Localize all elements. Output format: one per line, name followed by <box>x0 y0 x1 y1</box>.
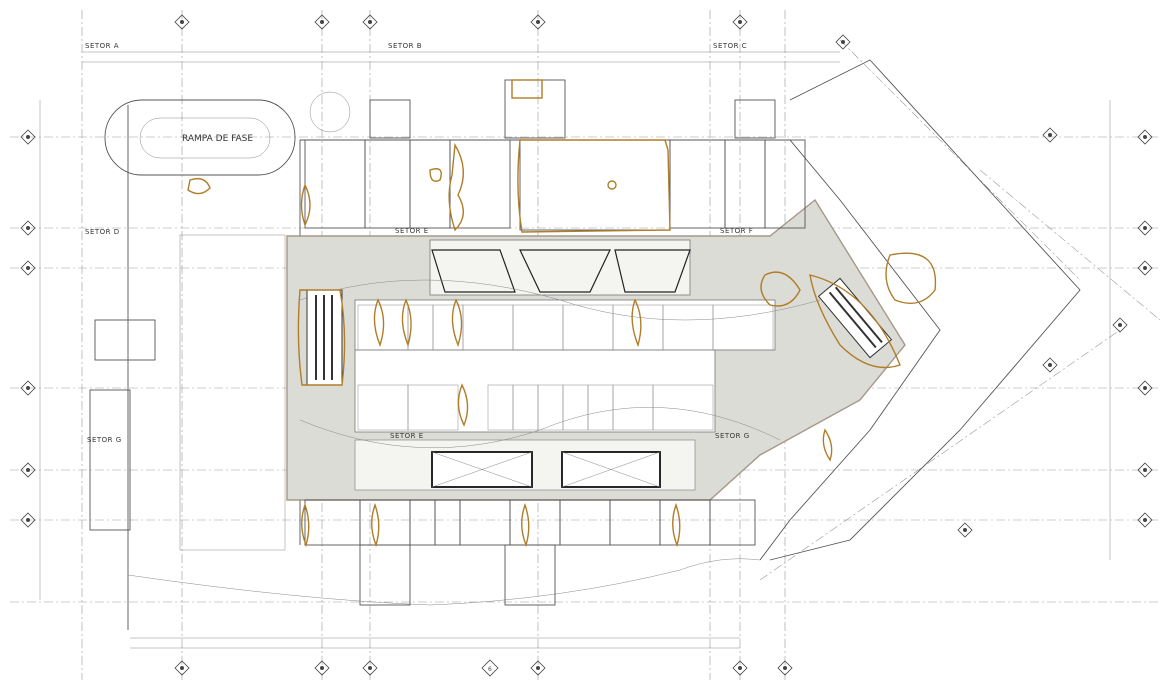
axis-markers <box>20 14 1153 676</box>
escalator-west <box>306 289 343 386</box>
sector-g-label-2: SETOR G <box>715 432 750 440</box>
sector-e-label: SETOR E <box>395 227 429 235</box>
ramp: RAMPA DE FASE <box>104 99 296 176</box>
north-marker-label: 6 <box>488 666 492 673</box>
sector-d-label: SETOR D <box>85 228 120 236</box>
planters <box>187 79 937 548</box>
sector-e-label-2: SETOR E <box>390 432 424 440</box>
ramp-label: RAMPA DE FASE <box>182 134 253 144</box>
sector-labels: SETOR A SETOR B SETOR C SETOR D SETOR E … <box>85 42 753 444</box>
sector-g-label: SETOR G <box>87 436 122 444</box>
round-structure <box>309 91 351 133</box>
escalator-east <box>817 277 893 359</box>
sector-c-label: SETOR C <box>713 42 747 50</box>
sector-a-label: SETOR A <box>85 42 119 50</box>
dimension-lines <box>39 51 1111 649</box>
sector-b-label: SETOR B <box>388 42 422 50</box>
central-hall <box>286 198 906 501</box>
north-marker: 6 <box>481 659 499 677</box>
sector-f-label: SETOR F <box>720 227 753 235</box>
service-cores <box>94 79 776 606</box>
shop-units <box>89 139 806 551</box>
